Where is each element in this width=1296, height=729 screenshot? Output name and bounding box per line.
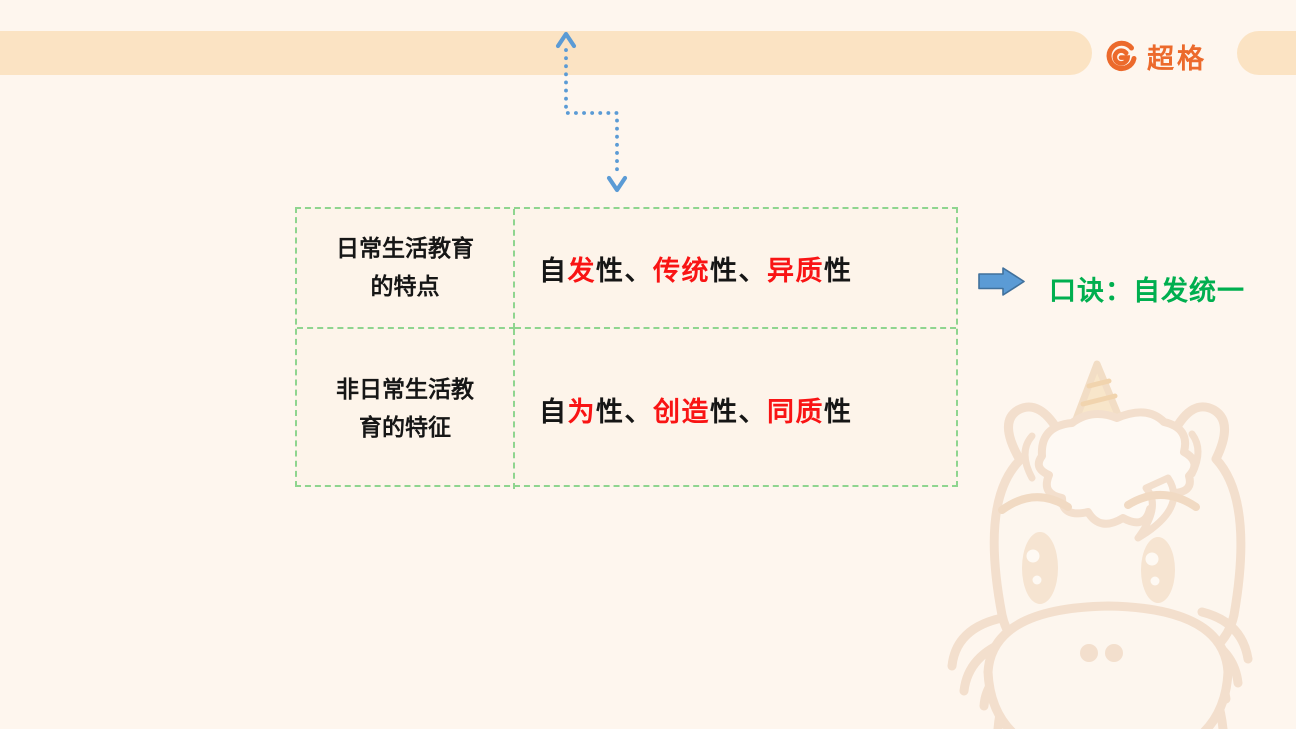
dashed-connector-arrow	[540, 26, 640, 205]
right-block-arrow-icon	[976, 266, 1028, 303]
table-row-value: 自为性、创造性、同质性	[539, 396, 853, 427]
table-row-label: 日常生活教育 的特点	[297, 209, 515, 329]
top-band-left	[0, 31, 1092, 75]
table-row-label: 非日常生活教 育的特征	[297, 329, 515, 489]
unicorn-mascot-watermark	[940, 360, 1296, 729]
table-row-value: 自发性、传统性、异质性	[515, 209, 956, 329]
top-band-right	[1237, 31, 1296, 75]
brand-logo: 超格	[1104, 39, 1207, 80]
mnemonic-text: 口诀：自发统一	[1049, 276, 1245, 306]
characteristics-table: 日常生活教育 的特点 自发性、传统性、异质性 非日常生活教 育的特征 自为性、创…	[295, 207, 958, 489]
g-circle-icon	[1104, 39, 1138, 80]
brand-name: 超格	[1147, 44, 1207, 74]
